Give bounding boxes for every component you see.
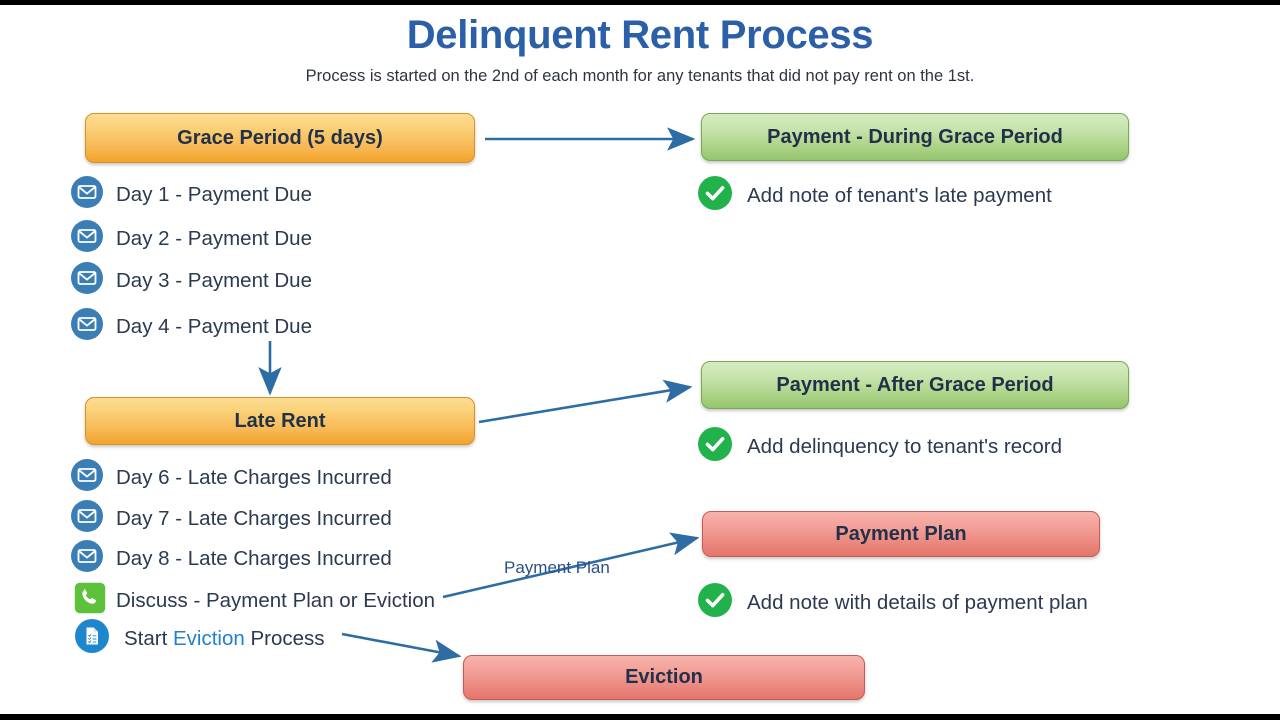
eviction-highlight: Eviction bbox=[173, 626, 245, 650]
box-late-rent[interactable]: Late Rent bbox=[85, 397, 475, 445]
list-item-late-2[interactable]: Day 7 - Late Charges Incurred bbox=[70, 499, 392, 538]
page-title: Delinquent Rent Process bbox=[406, 13, 874, 57]
list-item-label: Day 1 - Payment Due bbox=[116, 182, 312, 206]
list-item-grace-3[interactable]: Day 3 - Payment Due bbox=[70, 261, 312, 300]
outcome-during-grace[interactable]: Add note of tenant's late payment bbox=[697, 175, 1052, 216]
document-checklist-icon bbox=[74, 618, 110, 659]
eviction-prefix: Start bbox=[124, 626, 173, 650]
outcome-label: Add delinquency to tenant's record bbox=[747, 434, 1063, 458]
outcome-payment-plan[interactable]: Add note with details of payment plan bbox=[697, 582, 1088, 623]
box-eviction[interactable]: Eviction bbox=[463, 655, 865, 700]
mail-icon bbox=[70, 458, 104, 497]
list-item-late-3[interactable]: Day 8 - Late Charges Incurred bbox=[70, 539, 392, 578]
mail-icon bbox=[70, 175, 104, 214]
phone-icon bbox=[74, 582, 106, 619]
mail-icon bbox=[70, 219, 104, 258]
box-payment-plan[interactable]: Payment Plan bbox=[702, 511, 1100, 557]
list-item-grace-1[interactable]: Day 1 - Payment Due bbox=[70, 175, 312, 214]
outcome-label: Add note of tenant's late payment bbox=[747, 183, 1052, 207]
list-item-grace-2[interactable]: Day 2 - Payment Due bbox=[70, 219, 312, 258]
box-payment-during-grace[interactable]: Payment - During Grace Period bbox=[701, 113, 1129, 161]
outcome-after-grace[interactable]: Add delinquency to tenant's record bbox=[697, 426, 1062, 467]
list-item-label: Day 8 - Late Charges Incurred bbox=[116, 546, 392, 570]
list-item-start-eviction[interactable]: Start Eviction Process bbox=[74, 618, 325, 659]
mail-icon bbox=[70, 261, 104, 300]
list-item-discuss[interactable]: Discuss - Payment Plan or Eviction bbox=[74, 582, 435, 619]
list-item-label: Day 7 - Late Charges Incurred bbox=[116, 506, 392, 530]
box-grace-period[interactable]: Grace Period (5 days) bbox=[85, 113, 475, 163]
list-item-late-1[interactable]: Day 6 - Late Charges Incurred bbox=[70, 458, 392, 497]
list-item-grace-4[interactable]: Day 4 - Payment Due bbox=[70, 307, 312, 346]
mail-icon bbox=[70, 499, 104, 538]
mail-icon bbox=[70, 307, 104, 346]
arrow-start-eviction-to-eviction bbox=[341, 632, 462, 663]
check-circle-icon bbox=[697, 582, 733, 623]
outcome-label: Add note with details of payment plan bbox=[747, 590, 1088, 614]
eviction-suffix: Process bbox=[244, 626, 325, 650]
list-item-label: Day 3 - Payment Due bbox=[116, 268, 312, 292]
edge-label-payment-plan: Payment Plan bbox=[504, 558, 610, 577]
check-circle-icon bbox=[697, 426, 733, 467]
list-item-label: Discuss - Payment Plan or Eviction bbox=[116, 588, 436, 612]
list-item-label: Day 2 - Payment Due bbox=[116, 226, 312, 250]
page-subtitle: Process is started on the 2nd of each mo… bbox=[305, 67, 975, 85]
mail-icon bbox=[70, 539, 104, 578]
list-item-label: Day 4 - Payment Due bbox=[116, 314, 312, 338]
arrow-late-rent-to-payment-after bbox=[478, 379, 693, 424]
check-circle-icon bbox=[697, 175, 733, 216]
list-item-label: Day 6 - Late Charges Incurred bbox=[116, 465, 392, 489]
box-payment-after-grace[interactable]: Payment - After Grace Period bbox=[701, 361, 1129, 409]
list-item-label: Start Eviction Process bbox=[124, 627, 325, 651]
